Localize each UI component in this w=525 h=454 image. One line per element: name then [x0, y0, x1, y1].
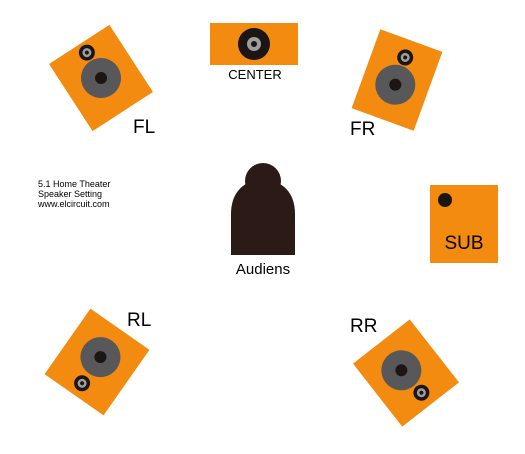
- speaker-rr-label: RR: [350, 316, 377, 337]
- speaker-sub-label: SUB: [444, 233, 483, 254]
- speaker-rr: [353, 319, 459, 427]
- speaker-fl-label: FL: [133, 117, 155, 138]
- speaker-center: [210, 23, 298, 65]
- speaker-rl-label: RL: [127, 310, 151, 331]
- speaker-center-label: CENTER: [228, 67, 281, 82]
- speaker-fr: [351, 29, 443, 131]
- speaker-rl: [44, 308, 150, 416]
- speaker-fr-label: FR: [350, 119, 375, 140]
- caption-line-title: 5.1 Home Theater: [38, 179, 111, 189]
- caption-line-url: www.elcircuit.com: [38, 199, 110, 209]
- speaker-fl: [49, 24, 153, 132]
- listener-label: Audiens: [236, 261, 290, 278]
- listener-icon: [231, 163, 295, 255]
- diagram-caption: 5.1 Home Theater Speaker Setting www.elc…: [38, 179, 110, 209]
- speaker-sub: [430, 185, 498, 263]
- caption-line-subtitle: Speaker Setting: [38, 189, 103, 199]
- speaker-sub-port: [438, 193, 452, 207]
